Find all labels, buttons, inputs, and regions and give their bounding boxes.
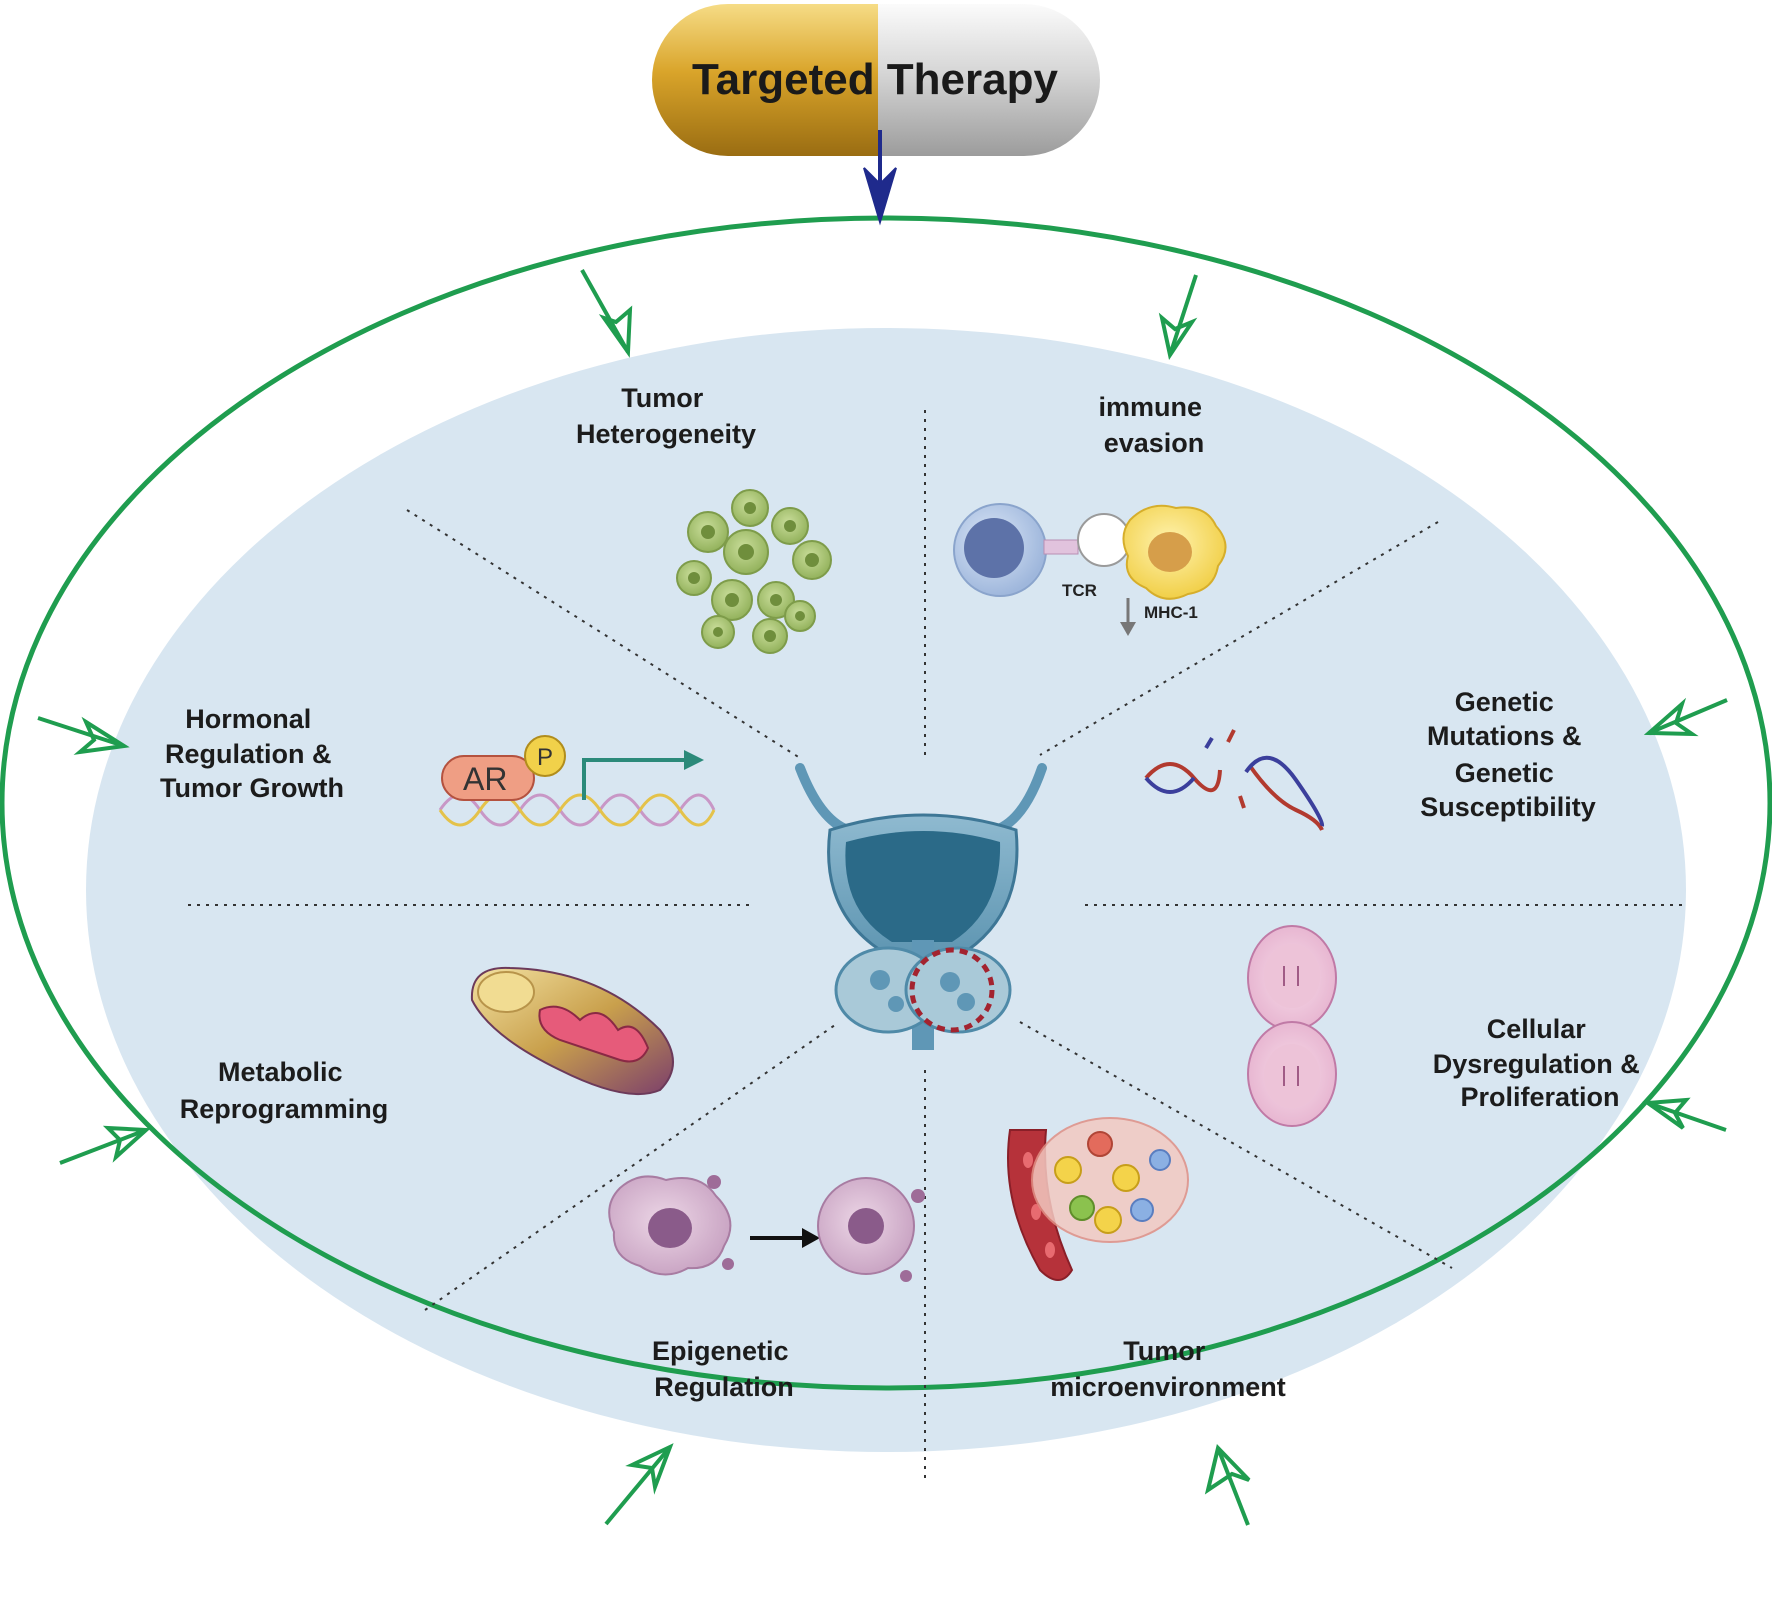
sector-separators bbox=[188, 410, 1685, 1478]
p-label: P bbox=[537, 744, 553, 771]
label-cellular: Cellular Dysregulation & Proliferation bbox=[1433, 1014, 1648, 1112]
label-genetic: Genetic Mutations & Genetic Susceptibili… bbox=[1420, 687, 1596, 822]
therapy-arrow bbox=[863, 130, 897, 226]
ring-arrow-top-left bbox=[580, 269, 633, 358]
label-hormonal: Hormonal Regulation & Tumor Growth bbox=[160, 704, 344, 803]
dividing-cell-icon bbox=[1247, 925, 1337, 1127]
pill-title: Targeted Therapy bbox=[692, 55, 1058, 104]
ring-arrow-bottom-right bbox=[1204, 1443, 1251, 1526]
label-immune-evasion: immune evasion bbox=[1098, 392, 1209, 458]
ring-arrow-left-upper bbox=[37, 716, 130, 755]
ring-arrows bbox=[37, 269, 1728, 1526]
label-microenvironment: Tumor microenvironment bbox=[1050, 1336, 1286, 1402]
label-epigenetic: Epigenetic Regulation bbox=[652, 1336, 796, 1402]
dna-mutation-icon bbox=[1144, 729, 1325, 831]
bladder-prostate-icon bbox=[795, 763, 1047, 1050]
dna-strand-left bbox=[438, 793, 716, 827]
ar-label: AR bbox=[463, 761, 507, 797]
ring-arrow-left-lower bbox=[59, 1125, 151, 1165]
pill: Targeted Therapy bbox=[652, 4, 1100, 156]
pill-silver-half bbox=[878, 4, 1100, 156]
ring-arrow-bottom-left bbox=[604, 1443, 674, 1526]
heterogeneity-cells-icon bbox=[676, 489, 832, 654]
immune-evasion-icon: TCR MHC-1 bbox=[953, 503, 1227, 636]
sector-labels: Tumor Heterogeneity immune evasion Genet… bbox=[160, 383, 1648, 1402]
ring-arrow-top-right bbox=[1158, 274, 1198, 361]
mhc-label: MHC-1 bbox=[1144, 603, 1198, 622]
hormonal-ar-icon: AR P bbox=[438, 735, 716, 827]
ring-arrow-right-lower bbox=[1642, 1097, 1727, 1132]
outer-ring bbox=[0, 215, 1772, 1391]
tcr-label: TCR bbox=[1062, 581, 1097, 600]
mitochondrion-icon bbox=[470, 966, 674, 1096]
ring-arrow-right-upper bbox=[1643, 697, 1728, 737]
label-tumor-heterogeneity: Tumor Heterogeneity bbox=[576, 383, 756, 449]
label-metabolic: Metabolic Reprogramming bbox=[180, 1057, 389, 1124]
pill-gold-half bbox=[652, 4, 878, 156]
epigenetic-icon bbox=[608, 1175, 925, 1282]
microenvironment-icon bbox=[1007, 1117, 1189, 1281]
tumor-highlight-circle bbox=[909, 947, 995, 1033]
